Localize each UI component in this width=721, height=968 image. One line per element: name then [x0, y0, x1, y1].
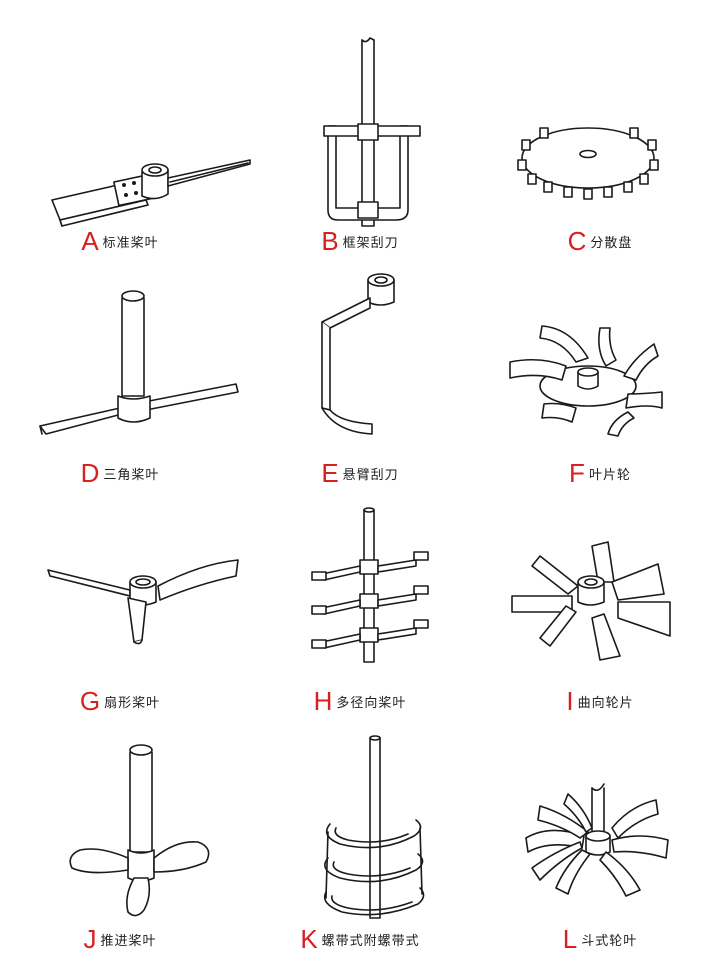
label-letter: K: [300, 924, 318, 954]
label-letter: G: [79, 686, 101, 716]
label-name: 曲向轮片: [577, 696, 634, 711]
label-name: 框架刮刀: [342, 236, 399, 251]
label-name: 推进桨叶: [100, 934, 157, 949]
multi-radial-paddle-impeller-icon: [311, 507, 429, 663]
label-name: 悬臂刮刀: [342, 468, 399, 483]
label-name: 标准桨叶: [102, 236, 159, 251]
dispersion-disc-impeller-icon: [517, 127, 659, 200]
frame-scraper-impeller-icon: [323, 37, 421, 227]
label-name: 分散盘: [590, 236, 633, 251]
label-name: 扇形桨叶: [104, 696, 161, 711]
label-letter: F: [569, 458, 585, 488]
label-letter: A: [81, 226, 99, 256]
triangular-paddle-impeller-icon: [39, 290, 239, 435]
bucket-wheel-impeller-icon: [525, 783, 669, 897]
propeller-impeller-icon: [69, 744, 210, 917]
label-letter: J: [83, 924, 97, 954]
label-letter: I: [566, 686, 574, 716]
label-name: 叶片轮: [588, 468, 631, 483]
helical-ribbon-impeller-icon: [323, 735, 425, 919]
label-name: 斗式轮叶: [581, 934, 638, 949]
label-letter: C: [567, 226, 587, 256]
label-letter: B: [321, 226, 339, 256]
standard-paddle-impeller-icon: [51, 159, 251, 227]
label-letter: H: [313, 686, 333, 716]
label-name: 三角桨叶: [103, 468, 160, 483]
label-letter: D: [80, 458, 100, 488]
curved-wheel-impeller-icon: [511, 541, 671, 661]
fan-paddle-impeller-icon: [47, 559, 239, 645]
label-letter: E: [321, 458, 339, 488]
cantilever-scraper-impeller-icon: [321, 273, 395, 435]
label-letter: L: [562, 924, 578, 954]
bladed-wheel-impeller-icon: [509, 325, 663, 437]
label-name: 多径向桨叶: [336, 696, 407, 711]
label-name: 螺带式附螺带式: [321, 934, 420, 949]
